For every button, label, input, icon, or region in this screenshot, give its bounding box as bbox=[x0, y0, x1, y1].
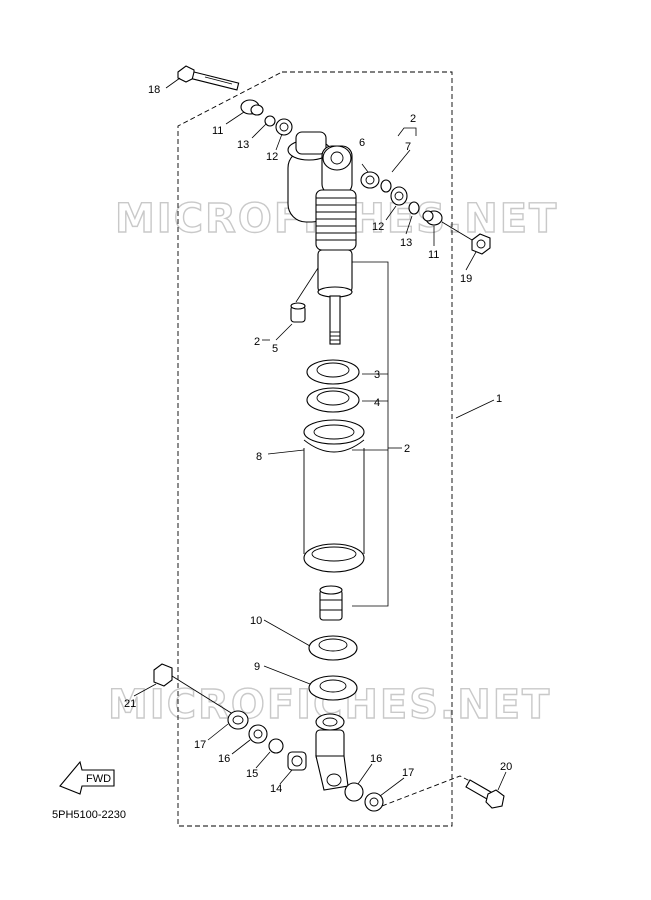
callout-4: 4 bbox=[374, 397, 380, 409]
collar-6 bbox=[360, 171, 380, 189]
callout-1: 1 bbox=[496, 393, 502, 405]
collar-11-right bbox=[422, 210, 443, 226]
callout-18: 18 bbox=[148, 84, 160, 96]
fwd-label: FWD bbox=[86, 773, 111, 785]
drawing-code: 5PH5100-2230 bbox=[52, 809, 126, 821]
callout-7: 7 bbox=[405, 141, 411, 153]
bump-rubber bbox=[319, 585, 343, 621]
oring-13-right bbox=[408, 201, 420, 215]
callout-11: 11 bbox=[428, 249, 439, 261]
spring-8 bbox=[303, 419, 365, 573]
callout-8: 8 bbox=[256, 451, 262, 463]
callout-13: 13 bbox=[237, 139, 249, 151]
axis-line-lower-right bbox=[381, 775, 477, 807]
callout-10: 10 bbox=[250, 615, 262, 627]
assembly-2-bracket bbox=[352, 261, 402, 607]
callout-20: 20 bbox=[500, 761, 512, 773]
assembly-boundary bbox=[177, 71, 453, 827]
collar-17-right bbox=[364, 792, 384, 812]
callout-16: 16 bbox=[218, 753, 230, 765]
spring-seat-10 bbox=[308, 635, 358, 661]
callouts: 18 11 13 12 2 6 7 12 13 11 19 2 5 3 4 1 … bbox=[124, 84, 512, 795]
leader-valve-5 bbox=[295, 267, 319, 303]
axis-line-lower-left bbox=[171, 675, 237, 717]
callout-17: 17 bbox=[194, 739, 206, 751]
callout-6: 6 bbox=[359, 137, 365, 149]
callout-16: 16 bbox=[370, 753, 382, 765]
bearing-15 bbox=[268, 738, 284, 754]
adjuster-nut-3 bbox=[306, 359, 360, 385]
spring-guide-9 bbox=[308, 675, 358, 701]
callout-15: 15 bbox=[246, 768, 258, 780]
valve-5 bbox=[290, 302, 306, 323]
fwd-arrow: FWD bbox=[59, 760, 115, 795]
bearing-12-right bbox=[390, 186, 408, 206]
callout-2: 2 bbox=[404, 443, 410, 455]
collar-16-left bbox=[248, 724, 268, 744]
callout-21: 21 bbox=[124, 698, 136, 710]
lock-nut-4 bbox=[306, 387, 360, 413]
oring-7 bbox=[380, 179, 392, 193]
oring-13-left bbox=[264, 115, 276, 127]
bolt-18 bbox=[177, 65, 240, 91]
bolt-20 bbox=[465, 779, 505, 809]
bearing-12-left bbox=[275, 118, 293, 136]
callout-5: 5 bbox=[272, 343, 278, 355]
callout-19: 19 bbox=[460, 273, 472, 285]
collar-11-left bbox=[240, 99, 264, 116]
callout-11: 11 bbox=[212, 125, 223, 137]
callout-14: 14 bbox=[270, 783, 282, 795]
callout-12: 12 bbox=[372, 221, 384, 233]
callout-2: 2 bbox=[410, 113, 416, 125]
shock-body bbox=[315, 189, 357, 345]
callout-12: 12 bbox=[266, 151, 278, 163]
callout-3: 3 bbox=[374, 369, 380, 381]
collar-17-left bbox=[227, 710, 249, 730]
nut-19 bbox=[471, 233, 491, 255]
bearing-14 bbox=[287, 751, 307, 771]
leader-lines bbox=[133, 77, 507, 797]
callout-17: 17 bbox=[402, 767, 414, 779]
axis-line-top-right bbox=[441, 221, 473, 241]
callout-9: 9 bbox=[254, 661, 260, 673]
lower-clevis bbox=[315, 713, 349, 791]
callout-2: 2 bbox=[254, 336, 260, 348]
nut-21 bbox=[153, 663, 173, 687]
callout-13: 13 bbox=[400, 237, 412, 249]
shock-top-mount bbox=[321, 145, 353, 195]
collar-16-right bbox=[344, 782, 364, 802]
